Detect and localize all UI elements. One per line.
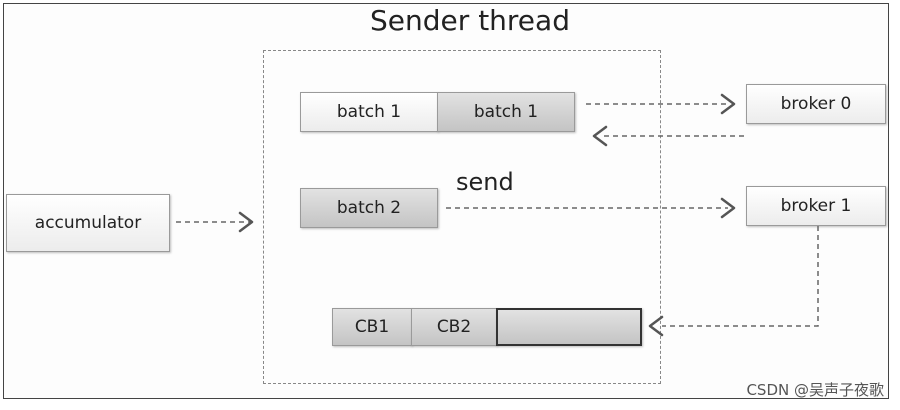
cb2-label: CB2	[436, 317, 472, 337]
broker-0-box: broker 0	[746, 84, 886, 124]
watermark: CSDN @吴声子夜歌	[746, 381, 884, 399]
accumulator-box: accumulator	[6, 194, 170, 252]
cb1-label: CB1	[354, 317, 390, 337]
batch-1-right-label: batch 1	[473, 102, 539, 122]
batch-2-box: batch 2	[300, 188, 438, 228]
broker-0-label: broker 0	[780, 94, 852, 114]
arrow-broker1-to-callbacks	[662, 226, 819, 327]
broker-1-box: broker 1	[746, 186, 886, 226]
cb2-box: CB2	[411, 308, 497, 346]
send-label: send	[456, 168, 514, 196]
sender-thread-boundary	[263, 50, 661, 384]
arrowhead-to-sender	[238, 211, 254, 233]
cb1-box: CB1	[332, 308, 412, 346]
broker-1-label: broker 1	[780, 196, 852, 216]
arrowhead-to-callbacks	[648, 315, 664, 337]
accumulator-label: accumulator	[34, 213, 142, 233]
batch-1-left-label: batch 1	[336, 102, 402, 122]
arrowhead-to-broker1	[720, 197, 736, 219]
cb-empty-box	[496, 308, 642, 346]
diagram-title: Sender thread	[370, 4, 570, 37]
batch-1-box-right: batch 1	[437, 92, 575, 132]
batch-1-box-left: batch 1	[300, 92, 438, 132]
batch-2-label: batch 2	[336, 198, 402, 218]
arrowhead-to-broker0	[720, 93, 736, 115]
arrowhead-from-broker0	[592, 125, 608, 147]
